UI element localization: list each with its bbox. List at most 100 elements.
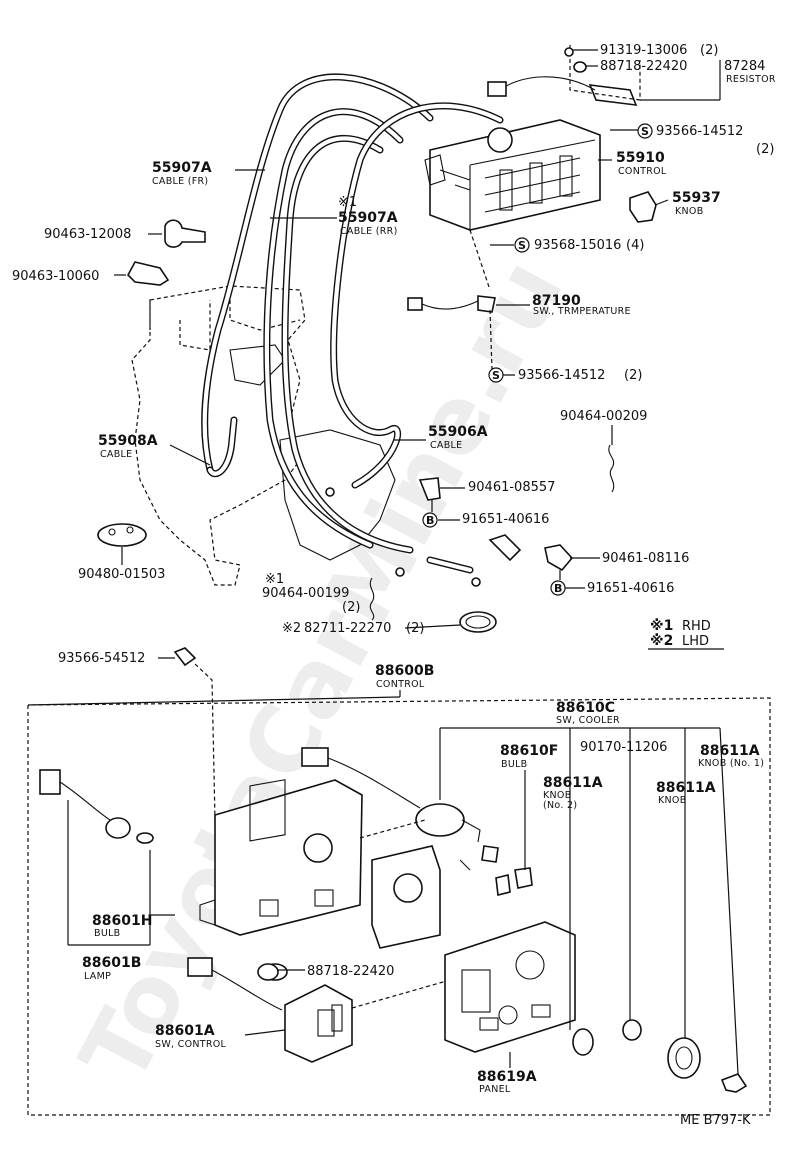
svg-text:※1: ※1: [265, 572, 284, 587]
svg-text:B: B: [554, 582, 562, 595]
control-assembly-88600b-box: [27, 690, 771, 1116]
label-90461-08557: 90461-08557: [468, 480, 555, 495]
temperature-switch-87190: [407, 229, 496, 371]
svg-text:SW, CONTROL: SW, CONTROL: [155, 1039, 227, 1050]
svg-text:SW., TRMPERATURE: SW., TRMPERATURE: [533, 306, 631, 317]
label-88610c: 88610C: [556, 700, 615, 716]
legend-rhd: RHD: [682, 619, 711, 634]
label-88718-lower: 88718-22420: [307, 964, 394, 979]
label-55907-rr: 55907A: [338, 210, 398, 226]
svg-text:SW, COOLER: SW, COOLER: [556, 715, 620, 726]
svg-text:B: B: [426, 514, 434, 527]
svg-text:KNOB (No. 1): KNOB (No. 1): [698, 758, 764, 769]
label-88611a-no2: 88611A: [543, 775, 603, 791]
label-93566-c: 93566-54512: [58, 651, 145, 666]
cooler-switch-88610c: [301, 747, 533, 896]
svg-text:CABLE: CABLE: [430, 440, 462, 451]
label-88611a-no1: 88611A: [700, 743, 760, 759]
clip-90464-00199: [369, 577, 375, 621]
panel-88619a: [444, 921, 576, 1053]
svg-text:S: S: [641, 125, 649, 138]
knob-55937: [629, 191, 657, 223]
label-88600: 88600B: [375, 663, 434, 679]
clamp-90463-12008: [164, 219, 206, 248]
svg-text:CABLE (RR): CABLE (RR): [340, 226, 398, 237]
svg-text:(4): (4): [626, 238, 644, 253]
svg-text:※1: ※1: [338, 195, 357, 210]
svg-text:KNOB: KNOB: [658, 795, 687, 806]
svg-text:KNOB: KNOB: [543, 790, 572, 801]
label-55906: 55906A: [428, 424, 488, 440]
knob-88611a: [667, 1037, 701, 1079]
label-90464-00199: 90464-00199: [262, 586, 349, 601]
labels: 91319-13006 (2) 88718-22420 87284 RESIST…: [12, 43, 776, 1128]
svg-text:(2): (2): [756, 142, 774, 157]
label-82711: 82711-22270: [304, 621, 391, 636]
resistor-87284: [487, 45, 641, 106]
svg-text:LAMP: LAMP: [84, 971, 111, 982]
cable-ends: [325, 487, 481, 587]
label-91651-a: 91651-40616: [462, 512, 549, 527]
label-88619a: 88619A: [477, 1069, 537, 1085]
label-88601h: 88601H: [92, 913, 152, 929]
label-88601a: 88601A: [155, 1023, 215, 1039]
legend-rhd-mark: ※1: [650, 618, 673, 634]
label-91319: 91319-13006: [600, 43, 687, 58]
label-90463-12008: 90463-12008: [44, 227, 131, 242]
label-87284: 87284: [724, 59, 765, 74]
svg-text:BULB: BULB: [94, 928, 120, 939]
circle-marks: S S S B B: [422, 123, 653, 596]
leader-lines: [114, 49, 739, 1075]
svg-text:(2): (2): [342, 600, 360, 615]
label-55937: 55937: [672, 190, 721, 206]
svg-text:RESISTOR: RESISTOR: [726, 74, 776, 85]
label-90463-10060: 90463-10060: [12, 269, 99, 284]
svg-text:(2): (2): [624, 368, 642, 383]
label-88611a-knob: 88611A: [656, 780, 716, 796]
mounting-plate: [199, 779, 363, 936]
screw-top: [564, 47, 587, 73]
label-90480: 90480-01503: [78, 567, 165, 582]
label-88601b: 88601B: [82, 955, 141, 971]
knob-no1: [720, 1073, 748, 1093]
svg-text:CONTROL: CONTROL: [376, 679, 425, 690]
clamp-90461-08116: [488, 534, 574, 572]
svg-text:S: S: [492, 369, 500, 382]
clamp-90463-10060: [127, 261, 170, 286]
cables: [201, 73, 504, 574]
label-87190: 87190: [532, 293, 581, 309]
legend-lhd: LHD: [682, 634, 709, 649]
label-90464-00209: 90464-00209: [560, 409, 647, 424]
diagram-code: ME B797-K: [680, 1113, 751, 1128]
svg-text:※2: ※2: [282, 621, 301, 636]
svg-text:(No. 2): (No. 2): [543, 800, 577, 811]
label-93568: 93568-15016: [534, 238, 621, 253]
bulb-90170: [622, 1019, 642, 1041]
svg-text:(2): (2): [700, 43, 718, 58]
label-91651-b: 91651-40616: [587, 581, 674, 596]
svg-text:BULB: BULB: [501, 759, 527, 770]
label-88610f: 88610F: [500, 743, 558, 759]
control-switch-88601a: [187, 957, 451, 1063]
svg-text:PANEL: PANEL: [479, 1084, 511, 1095]
grommet-90480-01503: [97, 523, 147, 547]
svg-text:KNOB: KNOB: [675, 206, 704, 217]
lamp-88601b: [39, 769, 154, 946]
control-unit-55910: [424, 119, 601, 231]
label-55910: 55910: [616, 150, 665, 166]
label-93566-b: 93566-14512: [518, 368, 605, 383]
label-90170: 90170-11206: [580, 740, 667, 755]
legend-lhd-mark: ※2: [650, 633, 673, 649]
label-88718-top: 88718-22420: [600, 59, 687, 74]
svg-text:S: S: [518, 239, 526, 252]
svg-text:CABLE (FR): CABLE (FR): [152, 176, 208, 187]
clamp-82711-22270: [459, 611, 497, 633]
gasket-panel: [371, 845, 441, 949]
clamp-88718-lower: [257, 963, 279, 981]
label-93566-a: 93566-14512: [656, 124, 743, 139]
clamp-90461-08557: [418, 477, 441, 501]
clip-90464-00209: [608, 444, 615, 493]
svg-text:CONTROL: CONTROL: [618, 166, 667, 177]
label-90461-08116: 90461-08116: [602, 551, 689, 566]
